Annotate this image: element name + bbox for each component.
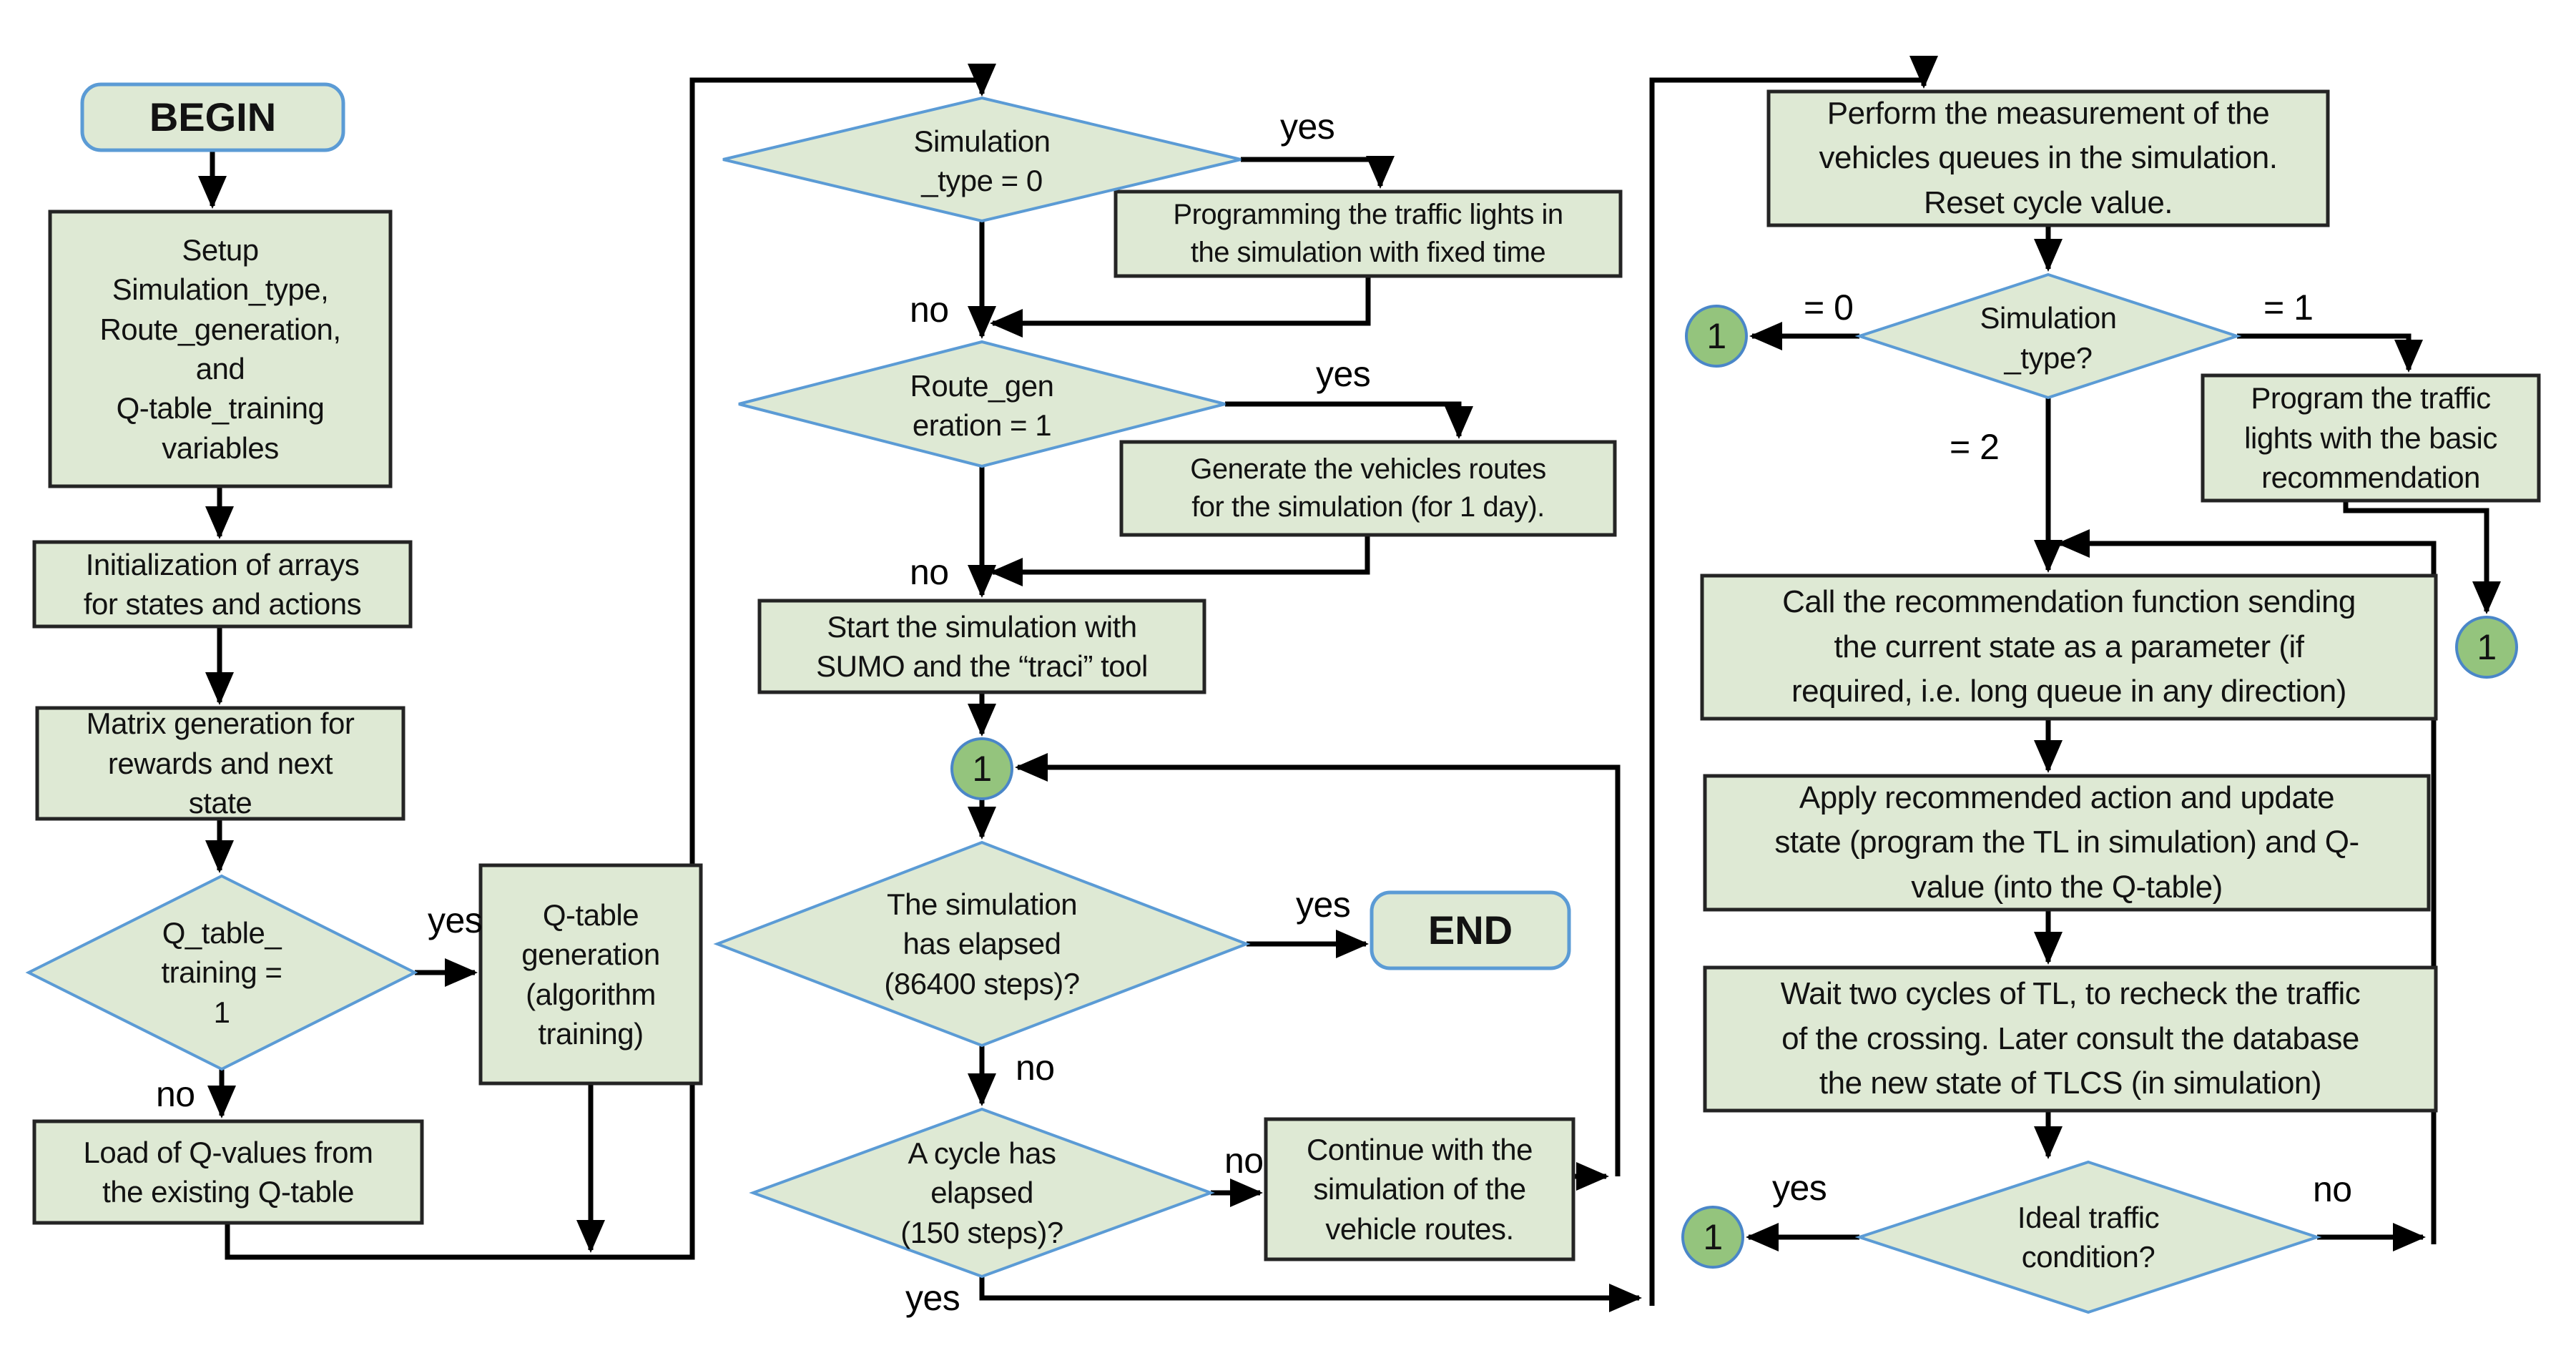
setup-box-shape bbox=[48, 210, 393, 488]
init-arrays-box: Initialization of arrays for states and … bbox=[83, 547, 362, 621]
connector-1-mid-shape bbox=[950, 737, 1013, 800]
flow-arrows bbox=[198, 56, 2501, 1312]
connector-1-right: 1 bbox=[2477, 627, 2497, 667]
load-qvalues-box: Load of Q-values from the existing Q-tab… bbox=[83, 1135, 373, 1209]
wait-two-cycles-box-shape bbox=[1703, 965, 2438, 1113]
edge-generate-merge bbox=[990, 535, 1370, 586]
edge-inner-loop-to-connector1 bbox=[1015, 753, 1621, 1176]
call-recommendation-box-shape bbox=[1700, 574, 2438, 721]
label-ideal-no: no bbox=[2313, 1169, 2352, 1209]
edge-programming-merge bbox=[990, 276, 1371, 338]
continue-simulation-box-shape bbox=[1264, 1117, 1575, 1261]
begin-terminator: BEGIN bbox=[149, 94, 277, 140]
simulation-type0-diamond: Simulation _type = 0 bbox=[913, 124, 1051, 197]
qtable-training-diamond-shape bbox=[25, 874, 418, 1071]
program-basic-recommendation-box-shape bbox=[2201, 373, 2541, 503]
programming-fixed-time-box: Programming the traffic lights in the si… bbox=[1173, 199, 1563, 268]
load-qvalues-box-shape bbox=[32, 1119, 424, 1225]
edge-cycle-yes-bottom bbox=[979, 1276, 1642, 1312]
matrix-generation-box: Matrix generation for rewards and next s… bbox=[86, 707, 355, 820]
qtable-training-diamond: Q_table_ training = 1 bbox=[161, 915, 282, 1029]
wait-two-cycles-box: Wait two cycles of TL, to recheck the tr… bbox=[1780, 976, 2361, 1101]
apply-action-box: Apply recommended action and update stat… bbox=[1774, 779, 2359, 905]
continue-simulation-box: Continue with the simulation of the vehi… bbox=[1306, 1132, 1533, 1246]
edge-load-loop-to-simtype0 bbox=[225, 64, 996, 1260]
edge-simtype0-yes bbox=[1241, 156, 1395, 189]
start-sumo-box: Start the simulation with SUMO and the “… bbox=[816, 609, 1148, 683]
connector-1-right-shape bbox=[2455, 616, 2518, 679]
edge-routegen-yes bbox=[1225, 401, 1473, 439]
label-qtraining-yes: yes bbox=[428, 900, 483, 940]
label-cycle-no: no bbox=[1224, 1141, 1264, 1181]
label-simtype0-yes: yes bbox=[1280, 107, 1335, 147]
generate-routes-box-shape bbox=[1119, 440, 1617, 537]
ideal-traffic-diamond: Ideal traffic condition? bbox=[2017, 1200, 2160, 1274]
setup-box: Setup Simulation_type, Route_generation,… bbox=[99, 232, 341, 465]
simulation-elapsed-diamond-shape bbox=[713, 840, 1251, 1048]
label-routegen-no: no bbox=[910, 552, 949, 592]
matrix-box-shape bbox=[35, 706, 405, 821]
connector-1-left: 1 bbox=[1706, 316, 1726, 356]
edge-simtypeq-eq1 bbox=[2237, 333, 2423, 373]
start-sumo-box-shape bbox=[757, 599, 1206, 694]
cycle-elapsed-diamond: A cycle has elapsed (150 steps)? bbox=[900, 1136, 1063, 1249]
qtable-generation-box-shape bbox=[478, 863, 703, 1086]
program-basic-recommendation-box: Program the traffic lights with the basi… bbox=[2244, 381, 2497, 495]
programming-fixed-time-box-shape bbox=[1114, 190, 1623, 278]
route-generation-diamond-shape bbox=[738, 340, 1226, 468]
edge-bottom-loop-to-perform bbox=[1649, 56, 1938, 1306]
generate-routes-box: Generate the vehicles routes for the sim… bbox=[1190, 453, 1546, 523]
simulation-typeq-diamond: Simulation _type? bbox=[1980, 301, 2117, 375]
label-simtypeq-eq1: = 1 bbox=[2263, 287, 2314, 328]
simulation-elapsed-diamond: The simulation has elapsed (86400 steps)… bbox=[884, 887, 1080, 1000]
simulation-type0-diamond-shape bbox=[722, 96, 1242, 223]
apply-action-box-shape bbox=[1703, 774, 2431, 912]
cycle-elapsed-diamond-shape bbox=[749, 1107, 1215, 1279]
edge-program-connector1 bbox=[2343, 501, 2501, 614]
flow-shapes bbox=[25, 82, 2541, 1314]
perform-measurement-box-shape bbox=[1766, 89, 2330, 227]
label-simtype0-no: no bbox=[910, 290, 949, 330]
end-terminator-shape bbox=[1370, 890, 1571, 970]
connector-1-mid: 1 bbox=[972, 749, 992, 789]
label-routegen-yes: yes bbox=[1316, 354, 1371, 394]
ideal-traffic-diamond-shape bbox=[1854, 1160, 2322, 1314]
perform-measurement-box: Perform the measurement of the vehicles … bbox=[1819, 95, 2278, 220]
call-recommendation-box: Call the recommendation function sending… bbox=[1782, 584, 2356, 709]
label-simtypeq-eq0: = 0 bbox=[1804, 287, 1854, 328]
label-elapsed-yes: yes bbox=[1296, 885, 1351, 925]
init-arrays-box-shape bbox=[32, 540, 413, 629]
label-ideal-yes: yes bbox=[1772, 1168, 1827, 1208]
label-qtraining-no: no bbox=[156, 1074, 195, 1114]
connector-1-bottom-shape bbox=[1681, 1206, 1744, 1269]
begin-terminator-shape bbox=[80, 82, 345, 152]
end-terminator: END bbox=[1427, 907, 1513, 953]
connector-1-left-shape bbox=[1685, 305, 1748, 368]
qtable-generation-box: Q-table generation (algorithm training) bbox=[521, 897, 660, 1051]
label-cycle-yes: yes bbox=[905, 1278, 960, 1318]
route-generation-diamond: Route_gen eration = 1 bbox=[910, 368, 1054, 442]
label-elapsed-no: no bbox=[1016, 1048, 1055, 1088]
simulation-typeq-diamond-shape bbox=[1854, 272, 2242, 400]
connector-1-bottom: 1 bbox=[1703, 1217, 1723, 1257]
label-simtypeq-eq2: = 2 bbox=[1950, 427, 2000, 467]
